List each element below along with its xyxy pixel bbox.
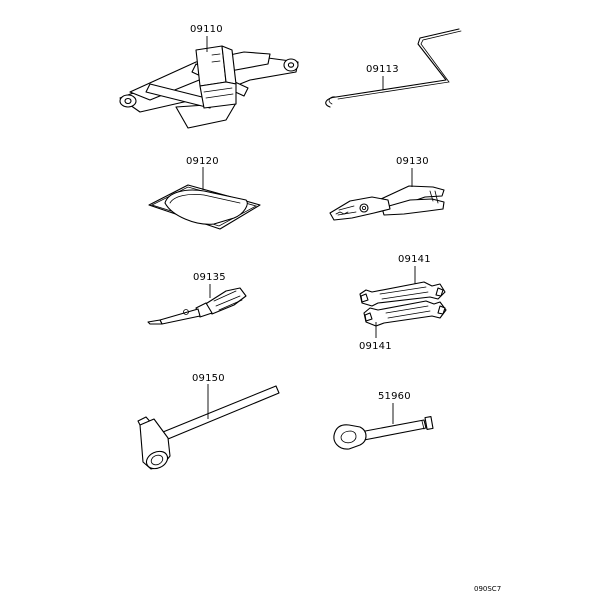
part-number-09120: 09120	[186, 156, 219, 167]
tool-bag-part[interactable]	[148, 184, 261, 230]
part-number-09141-lower: 09141	[359, 341, 392, 352]
part-number-09150: 09150	[192, 373, 225, 384]
part-number-09135: 09135	[193, 272, 226, 283]
figure-code: 090SC7	[474, 585, 501, 593]
part-number-51960: 51960	[378, 391, 411, 402]
towing-eye-part[interactable]	[333, 416, 434, 450]
wrench-upper-part[interactable]	[359, 281, 446, 307]
lug-wrench-part[interactable]	[137, 385, 280, 472]
part-number-09130: 09130	[396, 156, 429, 167]
part-number-09113: 09113	[366, 64, 399, 75]
pliers-part[interactable]	[329, 185, 445, 221]
jack-handle-rod-part[interactable]	[325, 28, 462, 108]
part-number-09110: 09110	[190, 24, 223, 35]
part-number-09141-upper: 09141	[398, 254, 431, 265]
wrench-lower-part[interactable]	[363, 300, 447, 327]
screwdriver-part[interactable]	[147, 287, 247, 325]
jack-part[interactable]	[119, 45, 299, 129]
